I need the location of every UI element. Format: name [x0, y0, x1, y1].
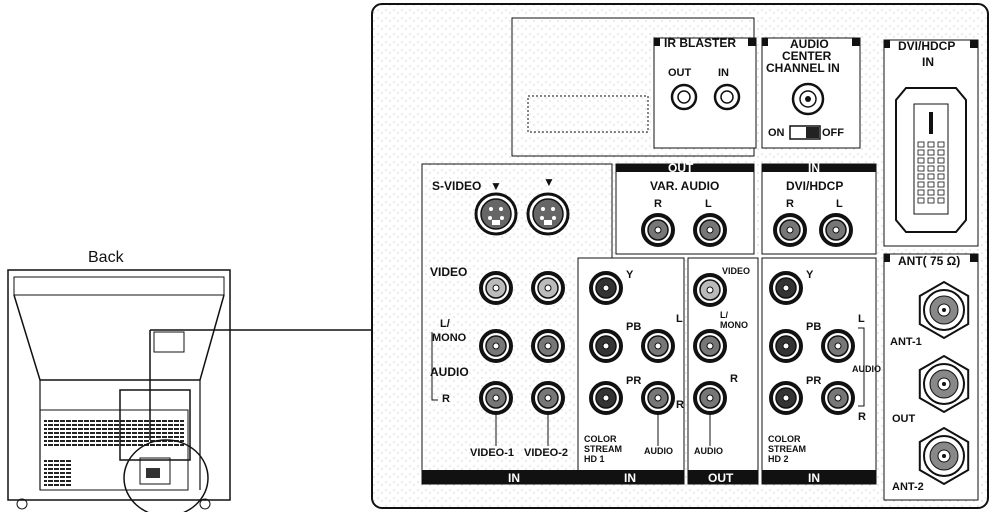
cs1-pr-label: PR — [626, 375, 641, 387]
svideo1-jack[interactable] — [474, 192, 518, 236]
out-audio-label: AUDIO — [694, 446, 723, 456]
cs2-pb-jack[interactable] — [769, 329, 803, 363]
in-dvi-r-label: R — [786, 198, 794, 210]
cs1-y-label: Y — [626, 269, 634, 281]
cs2-l-jack[interactable] — [821, 329, 855, 363]
var-audio-l-jack[interactable] — [693, 213, 727, 247]
cs2-r-jack[interactable] — [821, 381, 855, 415]
cs2-label-1: COLOR — [768, 434, 801, 444]
in-dvi-l-label: L — [836, 198, 843, 210]
cs1-pb-label: PB — [626, 321, 641, 333]
svideo2-jack[interactable] — [526, 192, 570, 236]
ir-blaster-title: IR BLASTER — [664, 36, 736, 50]
video2-audio-r-jack[interactable] — [531, 381, 565, 415]
cs1-label-1: COLOR — [584, 434, 617, 444]
cs1-label-2: STREAM — [584, 444, 622, 454]
video1-video-jack[interactable] — [479, 271, 513, 305]
video-label: VIDEO — [430, 265, 467, 279]
ant-title: ANT( 75 Ω) — [898, 254, 960, 268]
cs1-y-jack[interactable] — [589, 271, 623, 305]
out-l-mono-label-2: MONO — [720, 320, 748, 330]
var-audio-r-label: R — [654, 198, 662, 210]
svideo-arrow-1: ▼ — [490, 179, 502, 193]
in-dvi-l-jack[interactable] — [819, 213, 853, 247]
video2-label: VIDEO-2 — [524, 447, 568, 459]
switch-on-label: ON — [768, 127, 785, 139]
audio-center-title-1: AUDIO — [790, 37, 829, 51]
out-r-label: R — [730, 373, 738, 385]
cs2-footer: IN — [808, 471, 820, 485]
ir-in-label: IN — [718, 67, 729, 79]
cs2-pb-label: PB — [806, 321, 821, 333]
cs1-r-jack[interactable] — [641, 381, 675, 415]
out-col-footer: OUT — [708, 471, 734, 485]
on-off-switch[interactable] — [789, 125, 821, 140]
ir-blaster-section: IR BLASTER OUT IN — [653, 36, 757, 149]
cs2-y-jack[interactable] — [769, 271, 803, 305]
ant2-connector[interactable] — [918, 426, 970, 486]
cs1-audio-label: AUDIO — [644, 446, 673, 456]
svideo-arrow-2: ▼ — [543, 175, 555, 189]
video1-audio-r-jack[interactable] — [479, 381, 513, 415]
var-audio-label: VAR. AUDIO — [650, 179, 719, 193]
var-audio-r-jack[interactable] — [641, 213, 675, 247]
video1-label: VIDEO-1 — [470, 447, 514, 459]
ant1-label: ANT-1 — [890, 336, 922, 348]
cs1-r-label: R — [676, 399, 684, 411]
tv-back-label: Back — [88, 249, 125, 266]
l-mono-label-2: MONO — [432, 332, 467, 344]
video2-l-mono-jack[interactable] — [531, 329, 565, 363]
cs1-footer: IN — [624, 471, 636, 485]
l-mono-label-1: L/ — [440, 318, 450, 330]
in-dvi-r-jack[interactable] — [773, 213, 807, 247]
cs2-l-label: L — [858, 313, 865, 325]
out-video-label: VIDEO — [722, 266, 750, 276]
video-in-footer: IN — [508, 471, 520, 485]
dvi-pin-grid — [917, 141, 945, 204]
ir-out-label: OUT — [668, 67, 692, 79]
var-audio-l-label: L — [705, 198, 712, 210]
in-dvi-sub-label: DVI/HDCP — [786, 179, 843, 193]
cs2-pr-jack[interactable] — [769, 381, 803, 415]
out-video-jack[interactable] — [693, 273, 727, 307]
ant-out-label: OUT — [892, 413, 916, 425]
cs2-pr-label: PR — [806, 375, 821, 387]
out-l-mono-jack[interactable] — [693, 329, 727, 363]
callout-circle — [123, 439, 209, 512]
ant1-connector[interactable] — [918, 280, 970, 340]
cs2-label-3: HD 2 — [768, 454, 789, 464]
cs1-l-jack[interactable] — [641, 329, 675, 363]
tv-back-illustration: Back — [7, 249, 420, 512]
video2-video-jack[interactable] — [531, 271, 565, 305]
audio-r-label: R — [442, 393, 450, 405]
cs2-audio-label: AUDIO — [852, 364, 881, 374]
svideo-label: S-VIDEO — [432, 179, 481, 193]
cs2-y-label: Y — [806, 269, 814, 281]
cs1-pb-jack[interactable] — [589, 329, 623, 363]
out-group-title: OUT — [668, 161, 694, 175]
switch-off-label: OFF — [822, 127, 844, 139]
video1-l-mono-jack[interactable] — [479, 329, 513, 363]
colorstream-hd2-section: IN Y PB PR L R AUDIO COLOR STREAM HD 2 — [761, 257, 881, 485]
ant-out-connector[interactable] — [918, 354, 970, 414]
audio-center-title-2: CENTER — [782, 49, 832, 63]
out-var-audio-section: OUT VAR. AUDIO R L — [615, 161, 755, 255]
dvi-title: DVI/HDCP — [898, 39, 955, 53]
cs1-l-label: L — [676, 313, 683, 325]
cs1-label-3: HD 1 — [584, 454, 605, 464]
audio-label: AUDIO — [430, 365, 469, 379]
cs2-r-label: R — [858, 411, 866, 423]
out-r-jack[interactable] — [693, 381, 727, 415]
cs2-label-2: STREAM — [768, 444, 806, 454]
dvi-in-label: IN — [922, 55, 934, 69]
ant2-label: ANT-2 — [892, 481, 924, 493]
audio-center-title-3: CHANNEL IN — [766, 61, 840, 75]
out-l-mono-label-1: L/ — [720, 310, 728, 320]
cs1-pr-jack[interactable] — [589, 381, 623, 415]
in-dvi-group-title: IN — [808, 161, 820, 175]
